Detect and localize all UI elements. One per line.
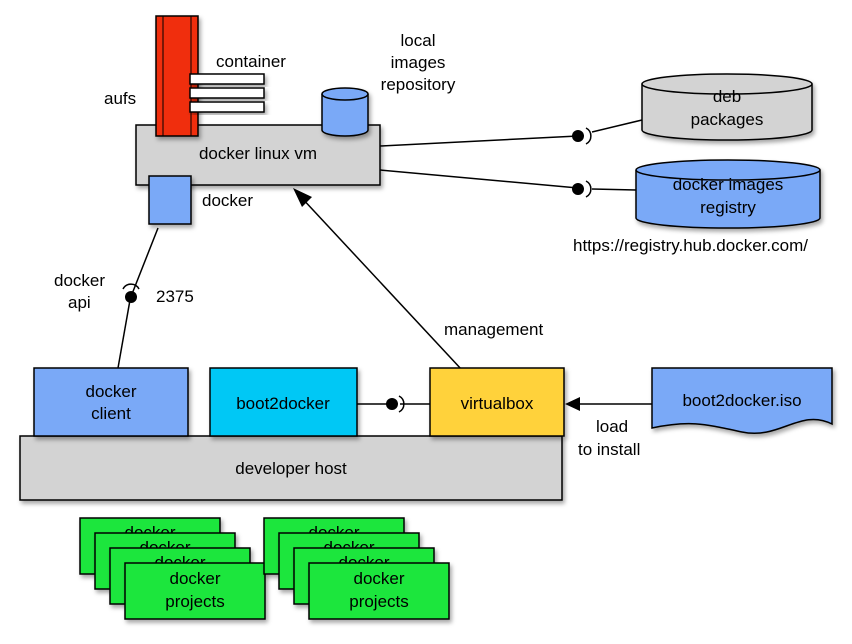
edge-docker-client	[131, 227, 159, 295]
connectors	[117, 119, 652, 405]
svg-text:docker: docker	[353, 569, 404, 588]
edge-docker-client-2	[117, 299, 131, 369]
edge-vm-registry-2	[591, 188, 637, 191]
edge-management	[299, 195, 463, 371]
docker-client-box	[33, 367, 189, 437]
local-images-cylinder	[321, 87, 369, 137]
docker-projects-stack-left: docker docker docker docker projects	[79, 517, 266, 620]
virtualbox-box	[429, 367, 565, 437]
docker-daemon-label: docker	[202, 191, 253, 210]
developer-host-box	[19, 435, 563, 501]
interface-docker-api	[122, 283, 140, 303]
boot2docker-label: boot2docker	[236, 394, 330, 413]
edge-vm-registry	[379, 169, 579, 189]
local-images-label-3: repository	[381, 75, 456, 94]
docker-client-label-1: docker	[85, 382, 136, 401]
management-arrowhead	[293, 188, 312, 207]
interface-registry	[572, 180, 592, 198]
docker-daemon-box	[148, 175, 192, 225]
boot2docker-iso-document	[651, 367, 833, 435]
docker-linux-vm-label: docker linux vm	[199, 144, 317, 163]
load-label-1: load	[596, 417, 628, 436]
container-label: container	[216, 52, 286, 71]
boot2docker-iso-label: boot2docker.iso	[682, 391, 801, 410]
virtualbox-label: virtualbox	[461, 394, 534, 413]
svg-text:docker: docker	[169, 569, 220, 588]
docker-api-label-2: api	[68, 293, 91, 312]
local-images-label-2: images	[391, 53, 446, 72]
docker-projects-stack-right: docker docker docker docker projects	[263, 517, 450, 620]
docker-api-label-1: docker	[54, 271, 105, 290]
docker-client-label-2: client	[91, 404, 131, 423]
deb-packages-label-1: deb	[713, 87, 741, 106]
svg-text:projects: projects	[349, 592, 409, 611]
load-label-2: to install	[578, 440, 640, 459]
svg-text:projects: projects	[165, 592, 225, 611]
docker-registry-label-1: docker images	[673, 175, 784, 194]
deb-packages-cylinder	[641, 73, 813, 141]
interface-boot2docker	[386, 395, 405, 413]
container-layers	[189, 73, 265, 113]
developer-host-label: developer host	[235, 459, 347, 478]
management-label: management	[444, 320, 544, 339]
interface-deb	[572, 127, 592, 145]
project-card: docker projects	[308, 562, 450, 620]
edge-vm-deb	[379, 135, 579, 147]
aufs-label: aufs	[104, 89, 136, 108]
local-images-label-1: local	[401, 31, 436, 50]
registry-url-label: https://registry.hub.docker.com/	[573, 236, 808, 255]
boot2docker-box	[209, 367, 358, 437]
deb-packages-label-2: packages	[691, 110, 764, 129]
docker-registry-cylinder	[635, 159, 821, 229]
port-label: 2375	[156, 287, 194, 306]
load-arrowhead	[565, 397, 580, 411]
edge-vm-deb-2	[591, 119, 643, 133]
project-card: docker projects	[124, 562, 266, 620]
docker-registry-label-2: registry	[700, 198, 756, 217]
